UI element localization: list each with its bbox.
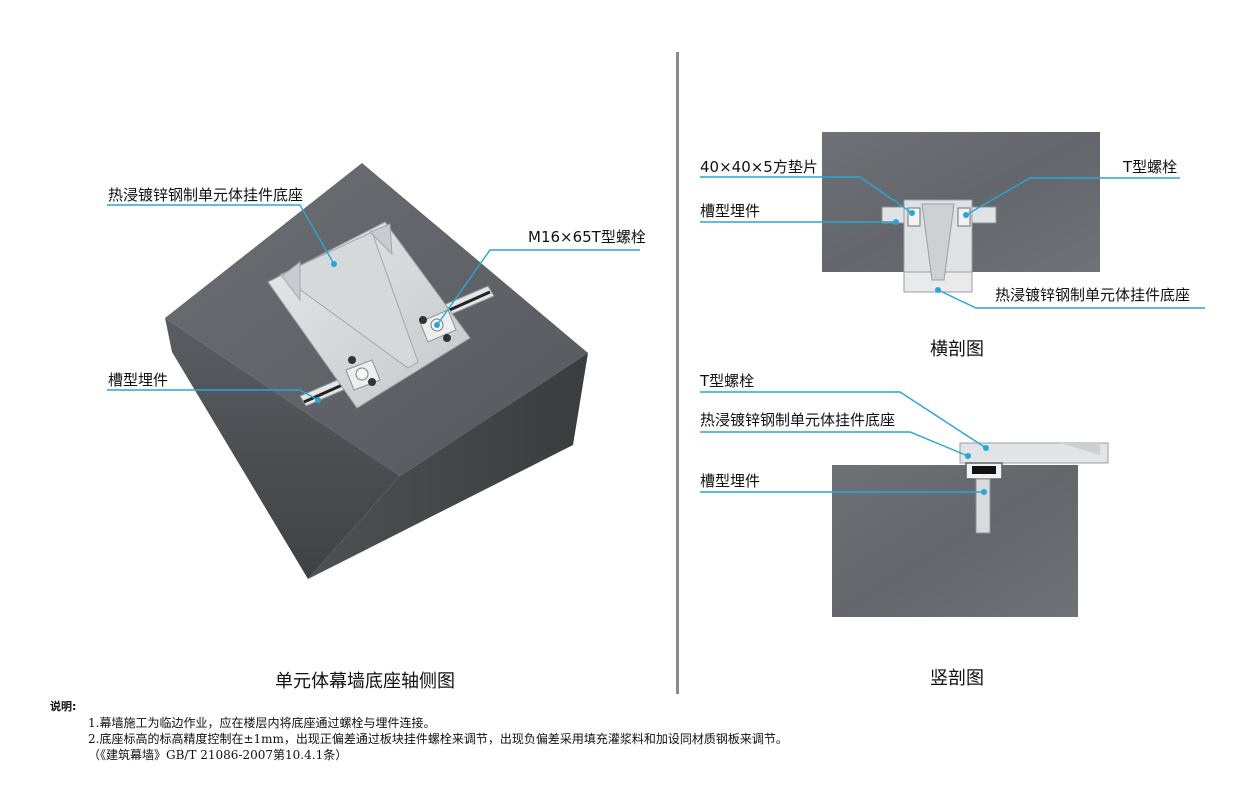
base-rib-right (369, 223, 393, 256)
slot-hole-4 (443, 334, 451, 342)
cross-section-view (700, 132, 1205, 309)
vertical-section-view (700, 391, 1109, 617)
leader-dot-vert-tbolt (983, 445, 989, 451)
slot-hole-2 (368, 378, 376, 386)
leader-dot-cross-tbolt (963, 212, 969, 218)
leader-dot-vert-channel (981, 489, 987, 495)
axo-label-bolt: M16×65T型螺栓 (528, 228, 646, 246)
bolt-head-lower (355, 367, 369, 381)
leader-dot-axo-base (331, 261, 337, 267)
leader-vert-base (700, 431, 969, 457)
notes-line-1: 1.幕墙施工为临边作业，应在楼层内将底座通过螺栓与埋件连接。 (88, 716, 436, 730)
vertical-channel-slot (972, 466, 996, 474)
vert-title: 竖剖图 (930, 668, 984, 689)
base-rib-left (281, 260, 301, 302)
leader-dot-axo-bolt (434, 322, 440, 328)
cross-title: 横剖图 (930, 339, 984, 360)
axo-title: 单元体幕墙底座轴侧图 (275, 671, 455, 692)
leader-dot-cross-washer (909, 210, 915, 216)
vert-label-channel: 槽型埋件 (700, 472, 761, 490)
vert-label-tbolt: T型螺栓 (700, 372, 755, 390)
slot-hole-1 (348, 356, 356, 364)
leader-dot-cross-base (935, 287, 941, 293)
notes-line-2: 2.底座标高的标高精度控制在±1mm，出现正偏差通过板块挂件螺栓来调节，出现负偏… (88, 732, 788, 746)
leader-vert-tbolt (700, 391, 987, 449)
notes-heading: 说明: (50, 700, 77, 713)
vertical-channel-stem (975, 478, 991, 534)
cross-label-washer: 40×40×5方垫片 (700, 158, 818, 176)
leader-cross-washer (700, 176, 913, 214)
leader-cross-base (937, 289, 1205, 309)
panel-divider (676, 52, 679, 694)
axo-label-channel: 槽型埋件 (108, 371, 169, 389)
leader-cross-tbolt (965, 177, 1180, 216)
leader-axo-channel (107, 389, 319, 401)
cross-label-base: 热浸镀锌钢制单元体挂件底座 (995, 286, 1191, 304)
cross-bracket-rib (921, 203, 955, 281)
axo-label-base: 热浸镀锌钢制单元体挂件底座 (108, 186, 304, 204)
vertical-concrete (832, 465, 1078, 617)
base-bracket (279, 231, 419, 369)
notes-line-3: （《建筑幕墙》GB/T 21086-2007第10.4.1条） (88, 748, 348, 762)
leader-axo-bolt (436, 249, 640, 326)
vertical-base-slope (1060, 443, 1100, 455)
cross-label-channel: 槽型埋件 (700, 202, 761, 220)
concrete-front-face (308, 353, 588, 579)
leader-dot-vert-base (965, 453, 971, 459)
slot-hole-3 (419, 316, 427, 324)
leader-axo-base (107, 204, 335, 265)
vert-label-base: 热浸镀锌钢制单元体挂件底座 (700, 411, 896, 429)
axonometric-view (107, 163, 640, 579)
cross-label-tbolt: T型螺栓 (1123, 158, 1178, 176)
leader-dot-axo-channel (315, 397, 321, 403)
leader-dot-cross-channel (893, 219, 899, 225)
concrete-left-face (165, 318, 400, 579)
